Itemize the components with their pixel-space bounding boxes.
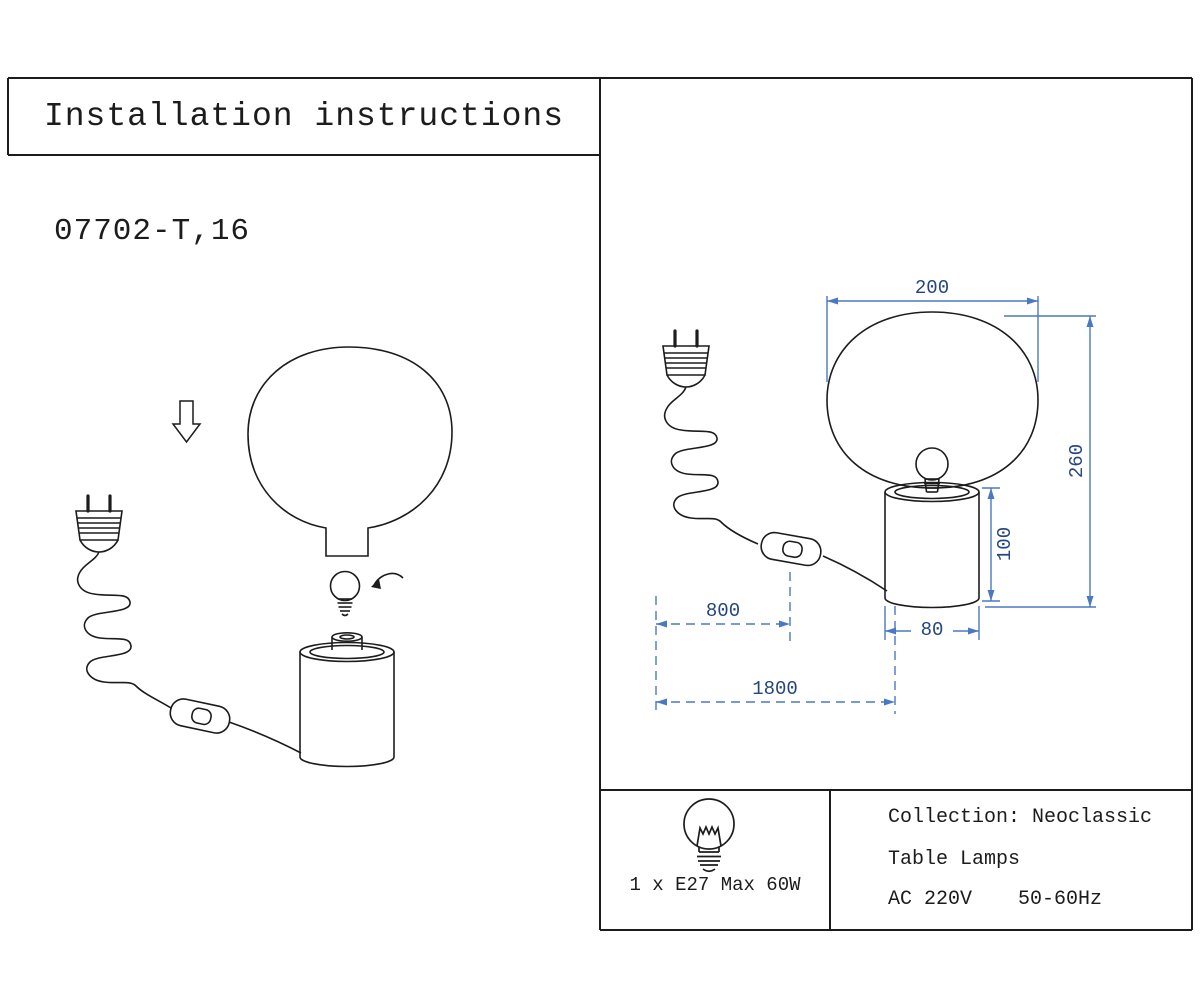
dimension-base-height [982, 487, 1000, 602]
power-cord-coil [663, 386, 759, 545]
rotate-arrow-icon [371, 572, 404, 589]
lamp-base [299, 631, 395, 768]
cord-to-base [228, 721, 302, 754]
cord-to-base [822, 555, 888, 592]
power-plug-icon [74, 494, 124, 554]
spec-power: AC 220V 50-60Hz [888, 888, 1102, 911]
dim-label-shade-width: 200 [914, 277, 950, 299]
spec-voltage: AC 220V [888, 888, 973, 911]
dimension-shade-width [826, 296, 1039, 382]
spec-bulb-label: 1 x E27 Max 60W [629, 874, 801, 896]
lamp-shade [826, 311, 1039, 489]
arrow-down-icon [171, 400, 202, 444]
dim-label-cord-length: 1800 [752, 678, 798, 700]
spec-category: Table Lamps [888, 848, 1021, 871]
dim-label-base-height: 100 [994, 526, 1016, 562]
spec-collection: Collection: Neoclassic [888, 806, 1153, 829]
dim-label-base-width: 80 [920, 619, 944, 641]
inline-switch [758, 529, 824, 569]
frame-lines [7, 77, 1193, 931]
lamp-base [884, 481, 980, 609]
power-plug-icon [661, 329, 711, 389]
dimension-base-width [884, 606, 980, 640]
lamp-shade [247, 346, 453, 557]
spec-frequency: 50-60Hz [1018, 888, 1103, 911]
power-cord-coil [76, 551, 172, 709]
light-bulb-icon [915, 447, 949, 493]
dimension-lines [655, 296, 1096, 714]
model-number: 07702-T,16 [54, 214, 251, 249]
assembled-view [661, 311, 1039, 609]
dimension-total-height [985, 315, 1096, 608]
dimension-switch-distance [655, 572, 791, 714]
inline-switch [167, 695, 233, 737]
dim-label-total-height: 260 [1066, 443, 1088, 479]
sheet-title: Installation instructions [43, 98, 565, 135]
dimension-cord-length [656, 606, 896, 714]
dim-label-switch-distance: 800 [705, 600, 741, 622]
spec-light-bulb-icon [683, 798, 735, 873]
exploded-view [74, 346, 453, 768]
light-bulb-icon [329, 570, 361, 617]
